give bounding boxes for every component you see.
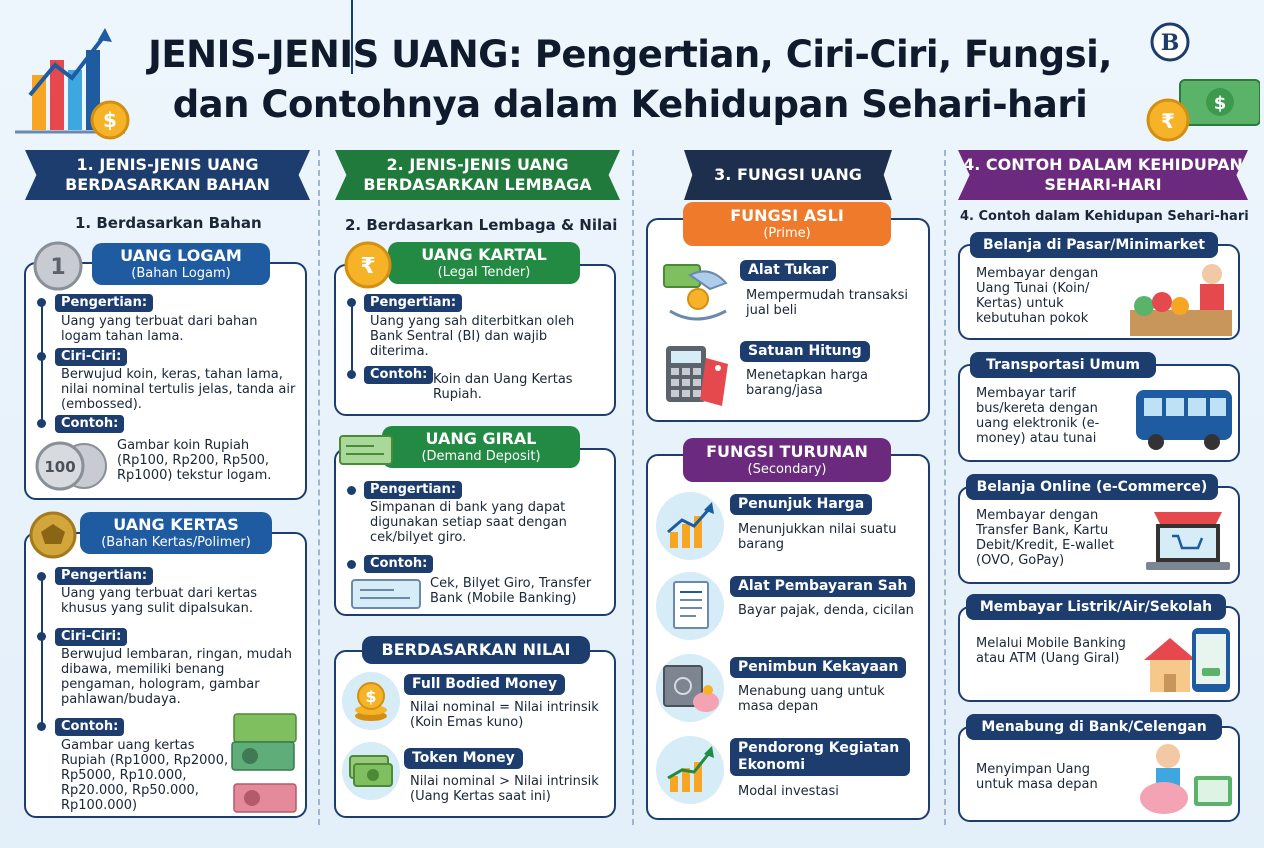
token-money-label: Token Money: [404, 748, 523, 769]
fungsi-asli-item-text: Mempermudah transaksi jual beli: [746, 288, 909, 318]
col3-banner: 3. FUNGSI UANG: [684, 150, 892, 200]
fungsi-turunan-item-label: Penunjuk Harga: [730, 494, 873, 515]
example-text: Menyimpan Uang untuk masa depan: [976, 762, 1098, 792]
uang-kartal-title: UANG KARTAL(Legal Tender): [388, 242, 580, 284]
example-card-menabung: [958, 726, 1240, 822]
growth-chart-icon: $: [15, 28, 130, 140]
example-text: Melalui Mobile Banking atau ATM (Uang Gi…: [976, 636, 1126, 666]
fungsi-turunan-item-text: Menunjukkan nilai suatu barang: [738, 522, 897, 552]
logam-pengertian: Uang yang terbuat dari bahan logam tahan…: [61, 314, 258, 344]
col4-subhead: 4. Contoh dalam Kehidupan Sehari-hari: [960, 209, 1249, 224]
pengertian-label: Pengertian:: [55, 567, 154, 585]
contoh-label: Contoh:: [364, 366, 434, 384]
giral-pengertian: Simpanan di bank yang dapat digunakan se…: [370, 500, 567, 545]
kertas-ciri: Berwujud lembaran, ringan, mudah dibawa,…: [61, 647, 292, 707]
rupee-coin-icon: ₹: [344, 241, 392, 289]
col2-banner: 2. JENIS-JENIS UANG BERDASARKAN LEMBAGA: [335, 150, 620, 200]
fungsi-turunan-item-label: Penimbun Kekayaan: [730, 657, 907, 678]
banknotes-icon: [231, 713, 297, 813]
ciri-label: Ciri-Ciri:: [55, 348, 128, 366]
example-title: Transportasi Umum: [970, 352, 1156, 378]
contoh-label: Contoh:: [364, 555, 434, 573]
page-title: JENIS-JENIS UANG: Pengertian, Ciri-Ciri,…: [148, 33, 1112, 126]
col1-subhead: 1. Berdasarkan Bahan: [75, 214, 262, 232]
fungsi-turunan-item-text: Menabung uang untuk masa depan: [738, 684, 885, 714]
fungsi-asli-title: FUNGSI ASLI(Prime): [683, 202, 891, 246]
invoice-icon: [656, 572, 724, 640]
full-bodied-money-text: Nilai nominal = Nilai intrinsik (Koin Em…: [410, 700, 599, 730]
price-chart-icon: [656, 492, 724, 560]
rupiah-coins-icon: 100: [35, 441, 107, 491]
fungsi-turunan-item-label: Pendorong Kegiatan Ekonomi: [730, 738, 910, 776]
svg-text:100: 100: [44, 458, 75, 476]
kartal-contoh: Koin dan Uang Kertas Rupiah.: [433, 372, 573, 402]
pengertian-label: Pengertian:: [364, 481, 463, 499]
contoh-label: Contoh:: [55, 718, 125, 736]
fungsi-asli-item-text: Menetapkan harga barang/jasa: [746, 368, 868, 398]
svg-text:1: 1: [50, 255, 65, 280]
hand-money-icon: [663, 264, 728, 321]
column-divider: [944, 150, 946, 825]
fungsi-asli-item-label: Satuan Hitung: [740, 341, 870, 362]
column-divider: [632, 150, 634, 825]
example-text: Membayar dengan Uang Tunai (Koin/ Kertas…: [976, 266, 1099, 326]
bus-icon: [1136, 390, 1232, 450]
example-title: Belanja di Pasar/Minimarket: [970, 232, 1218, 258]
col1-banner: 1. JENIS-JENIS UANG BERDASARKAN BAHAN: [25, 150, 310, 200]
house-phone-icon: [1144, 628, 1230, 692]
fungsi-turunan-item-text: Bayar pajak, denda, cicilan: [738, 603, 914, 618]
fungsi-turunan-item-text: Modal investasi: [738, 784, 839, 799]
fungsi-turunan-title: FUNGSI TURUNAN(Secondary): [683, 438, 891, 482]
column-divider: [318, 150, 320, 825]
example-text: Membayar dengan Transfer Bank, Kartu Deb…: [976, 508, 1114, 568]
svg-text:₹: ₹: [360, 254, 375, 279]
fungsi-asli-item-label: Alat Tukar: [740, 260, 837, 281]
berdasarkan-nilai-title: BERDASARKAN NILAI: [362, 636, 590, 664]
token-money-icon: [342, 742, 400, 800]
coin-icon: 1: [33, 241, 83, 291]
fungsi-turunan-item-label: Alat Pembayaran Sah: [730, 576, 916, 597]
col4-banner: 4. CONTOH DALAM KEHIDUPAN SEHARI-HARI: [958, 150, 1248, 200]
logam-contoh: Gambar koin Rupiah (Rp100, Rp200, Rp500,…: [117, 438, 272, 483]
uang-giral-title: UANG GIRAL(Demand Deposit): [382, 426, 580, 468]
kertas-pengertian: Uang yang terbuat dari kertas khusus yan…: [61, 586, 258, 616]
logam-ciri: Berwujud koin, keras, tahan lama, nilai …: [61, 367, 296, 412]
col2-subhead: 2. Berdasarkan Lembaga & Nilai: [345, 216, 618, 234]
svg-text:$: $: [103, 108, 117, 132]
growth-icon: [656, 736, 724, 804]
safe-piggy-icon: [656, 654, 724, 722]
example-title: Membayar Listrik/Air/Sekolah: [966, 594, 1226, 620]
contoh-label: Contoh:: [55, 415, 125, 433]
gold-coin-icon: $: [342, 672, 400, 730]
garuda-coin-icon: [29, 511, 77, 559]
market-stall-icon: [1130, 264, 1232, 336]
laptop-cart-icon: [1146, 512, 1230, 570]
calculator-tag-icon: [666, 346, 728, 406]
svg-text:₹: ₹: [1161, 109, 1175, 133]
example-title: Menabung di Bank/Celengan: [966, 714, 1222, 740]
ciri-label: Ciri-Ciri:: [55, 628, 128, 646]
bank-logo: B: [1161, 30, 1180, 56]
kertas-contoh: Gambar uang kertas Rupiah (Rp1000, Rp200…: [61, 738, 229, 813]
bank-money-icon: B $ ₹: [1146, 22, 1260, 142]
token-money-text: Nilai nominal > Nilai intrinsik (Uang Ke…: [410, 774, 599, 804]
piggy-bank-icon: [1140, 744, 1232, 814]
giral-contoh: Cek, Bilyet Giro, Transfer Bank (Mobile …: [430, 576, 592, 606]
example-title: Belanja Online (e-Commerce): [966, 474, 1218, 500]
svg-text:$: $: [1214, 93, 1227, 114]
uang-kertas-title: UANG KERTAS(Bahan Kertas/Polimer): [80, 512, 272, 554]
uang-logam-title: UANG LOGAM(Bahan Logam): [92, 243, 270, 285]
cheque-icon: [351, 579, 421, 609]
check-icon: [339, 435, 393, 465]
example-text: Membayar tarif bus/kereta dengan uang el…: [976, 386, 1100, 446]
kartal-pengertian: Uang yang sah diterbitkan oleh Bank Sent…: [370, 314, 575, 359]
pengertian-label: Pengertian:: [55, 294, 154, 312]
full-bodied-money-label: Full Bodied Money: [404, 674, 565, 695]
svg-text:$: $: [365, 687, 376, 706]
pengertian-label: Pengertian:: [364, 294, 463, 312]
